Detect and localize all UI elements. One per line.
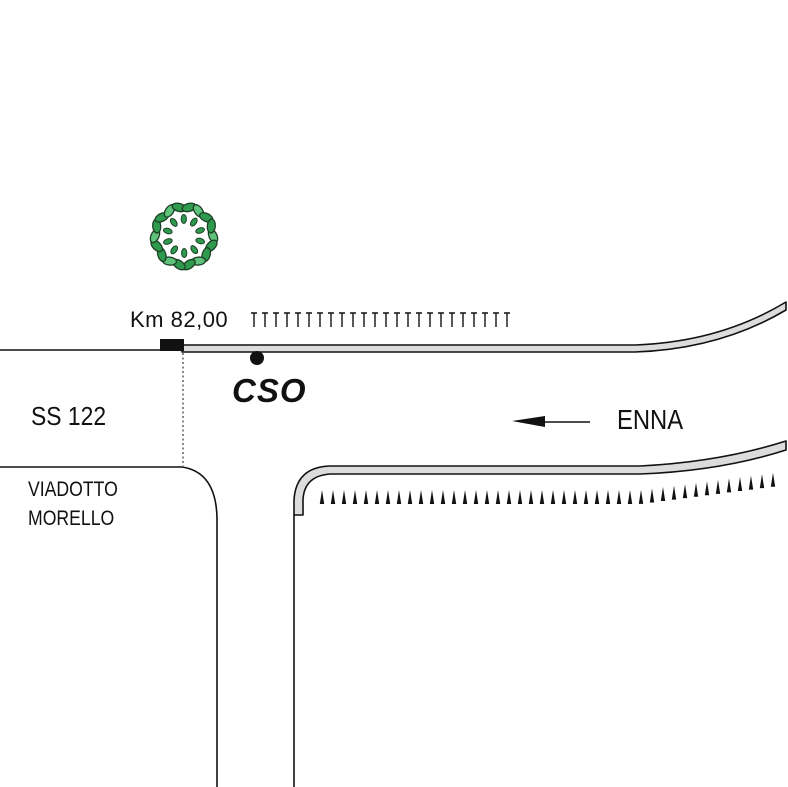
viaduct-label-line1: VIADOTTO (28, 478, 118, 501)
embankment-tick (251, 312, 257, 327)
embankment-spike (451, 490, 457, 504)
lower-embankment-hatch (319, 472, 776, 504)
embankment-tick (449, 312, 455, 327)
embankment-spike (528, 490, 534, 504)
embankment-spike (517, 490, 523, 504)
embankment-spike (495, 490, 501, 504)
embankment-spike (374, 490, 380, 504)
embankment-spike (770, 472, 776, 487)
embankment-spike (363, 490, 369, 504)
embankment-tick (262, 312, 268, 327)
direction-label: ENNA (617, 404, 684, 435)
embankment-tick (438, 312, 444, 327)
embankment-spike (693, 482, 699, 497)
embankment-spike (341, 490, 347, 504)
embankment-spike (352, 490, 358, 504)
km-marker (160, 339, 184, 351)
embankment-spike (759, 474, 765, 489)
wreath-inner-leaf (180, 214, 187, 224)
embankment-tick (317, 312, 323, 327)
upper-guardrail (181, 301, 787, 353)
station-label: CSO (232, 372, 307, 409)
embankment-tick (383, 312, 389, 327)
embankment-spike (572, 490, 578, 504)
wreath-leaf (206, 218, 216, 234)
embankment-tick (273, 312, 279, 327)
wreath-icon (149, 202, 219, 271)
embankment-spike (616, 490, 622, 504)
embankment-spike (473, 490, 479, 504)
embankment-spike (638, 489, 644, 504)
embankment-spike (726, 478, 732, 493)
embankment-spike (550, 490, 556, 504)
main-road-lower-left-edge (0, 466, 218, 787)
embankment-tick (493, 312, 499, 327)
lower-guardrail (293, 440, 787, 516)
embankment-spike (737, 477, 743, 491)
embankment-spike (660, 487, 666, 502)
embankment-spike (649, 488, 655, 503)
wreath-inner-leaf (195, 227, 205, 234)
embankment-spike (704, 481, 710, 496)
embankment-spike (407, 490, 413, 504)
embankment-spike (484, 490, 490, 504)
embankment-spike (506, 490, 512, 504)
embankment-spike (462, 490, 468, 504)
km-label: Km 82,00 (130, 307, 229, 332)
embankment-spike (715, 479, 721, 494)
embankment-spike (748, 475, 754, 490)
embankment-tick (361, 312, 367, 327)
embankment-tick (295, 312, 301, 327)
embankment-spike (330, 490, 336, 504)
arrow-left-icon (512, 416, 590, 427)
wreath-inner-leaf (181, 248, 188, 258)
embankment-spike (418, 490, 424, 504)
embankment-spike (671, 485, 677, 500)
wreath-inner-leaf (190, 245, 199, 255)
embankment-spike (440, 490, 446, 504)
embankment-tick (350, 312, 356, 327)
viaduct-label-line2: MORELLO (28, 507, 115, 530)
road-label: SS 122 (31, 401, 107, 431)
embankment-tick (284, 312, 290, 327)
embankment-tick (405, 312, 411, 327)
embankment-tick (504, 312, 510, 327)
wreath-inner-leaf (162, 227, 173, 235)
embankment-spike (682, 484, 688, 499)
embankment-tick (460, 312, 466, 327)
viaduct-label: VIADOTTO MORELLO (28, 475, 118, 533)
embankment-tick (339, 312, 345, 327)
embankment-spike (539, 490, 545, 504)
embankment-spike (429, 490, 435, 504)
station-dot-icon (250, 351, 264, 365)
embankment-tick (328, 312, 334, 327)
embankment-tick (427, 312, 433, 327)
embankment-spike (385, 490, 391, 504)
embankment-spike (583, 490, 589, 504)
embankment-spike (561, 490, 567, 504)
embankment-tick (471, 312, 477, 327)
wreath-inner-leaf (169, 217, 178, 227)
embankment-spike (627, 490, 633, 504)
embankment-spike (396, 490, 402, 504)
upper-embankment-hatch (251, 312, 510, 327)
wreath-inner-leaf (163, 238, 173, 245)
embankment-spike (605, 490, 611, 504)
embankment-tick (372, 312, 378, 327)
wreath-inner-leaf (189, 217, 198, 227)
embankment-tick (394, 312, 400, 327)
embankment-tick (306, 312, 312, 327)
embankment-spike (319, 490, 325, 504)
embankment-spike (594, 490, 600, 504)
wreath-inner-leaf (195, 237, 206, 245)
embankment-tick (482, 312, 488, 327)
wreath-inner-leaf (170, 245, 179, 255)
embankment-tick (416, 312, 422, 327)
